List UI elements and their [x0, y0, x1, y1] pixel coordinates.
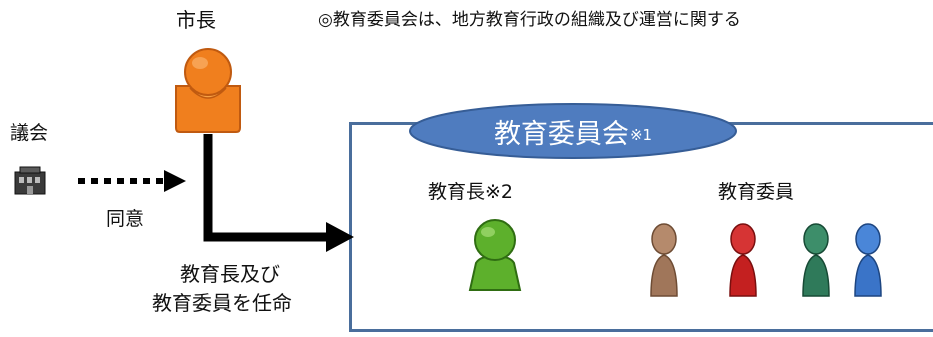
appointment-label-line2: 教育委員を任命 [152, 291, 292, 315]
board-title-ellipse [409, 103, 737, 159]
board-title-text: 教育委員会 [493, 118, 629, 150]
council-building-icon [14, 166, 46, 195]
board-title-note: ※1 [629, 126, 653, 144]
mayor-label: 市長 [176, 8, 216, 32]
member-figure-icon-4 [854, 223, 882, 297]
appointment-arrow [203, 134, 330, 242]
board-title: 教育委員会※1 [409, 103, 737, 159]
member-figure-icon-1 [650, 223, 678, 297]
superintendent-icon [468, 219, 522, 291]
mayor-icon [175, 48, 241, 133]
note-text: ◎教育委員会は、地方教育行政の組織及び運営に関する [318, 10, 741, 30]
council-label: 議会 [10, 122, 49, 144]
appointment-label-line1: 教育長及び [180, 262, 280, 286]
consent-arrow [78, 170, 186, 192]
member-figure-icon-2 [729, 223, 757, 297]
consent-label: 同意 [106, 208, 145, 230]
superintendent-label: 教育長※2 [428, 181, 514, 203]
members-label: 教育委員 [718, 181, 795, 203]
member-figure-icon-3 [802, 223, 830, 297]
